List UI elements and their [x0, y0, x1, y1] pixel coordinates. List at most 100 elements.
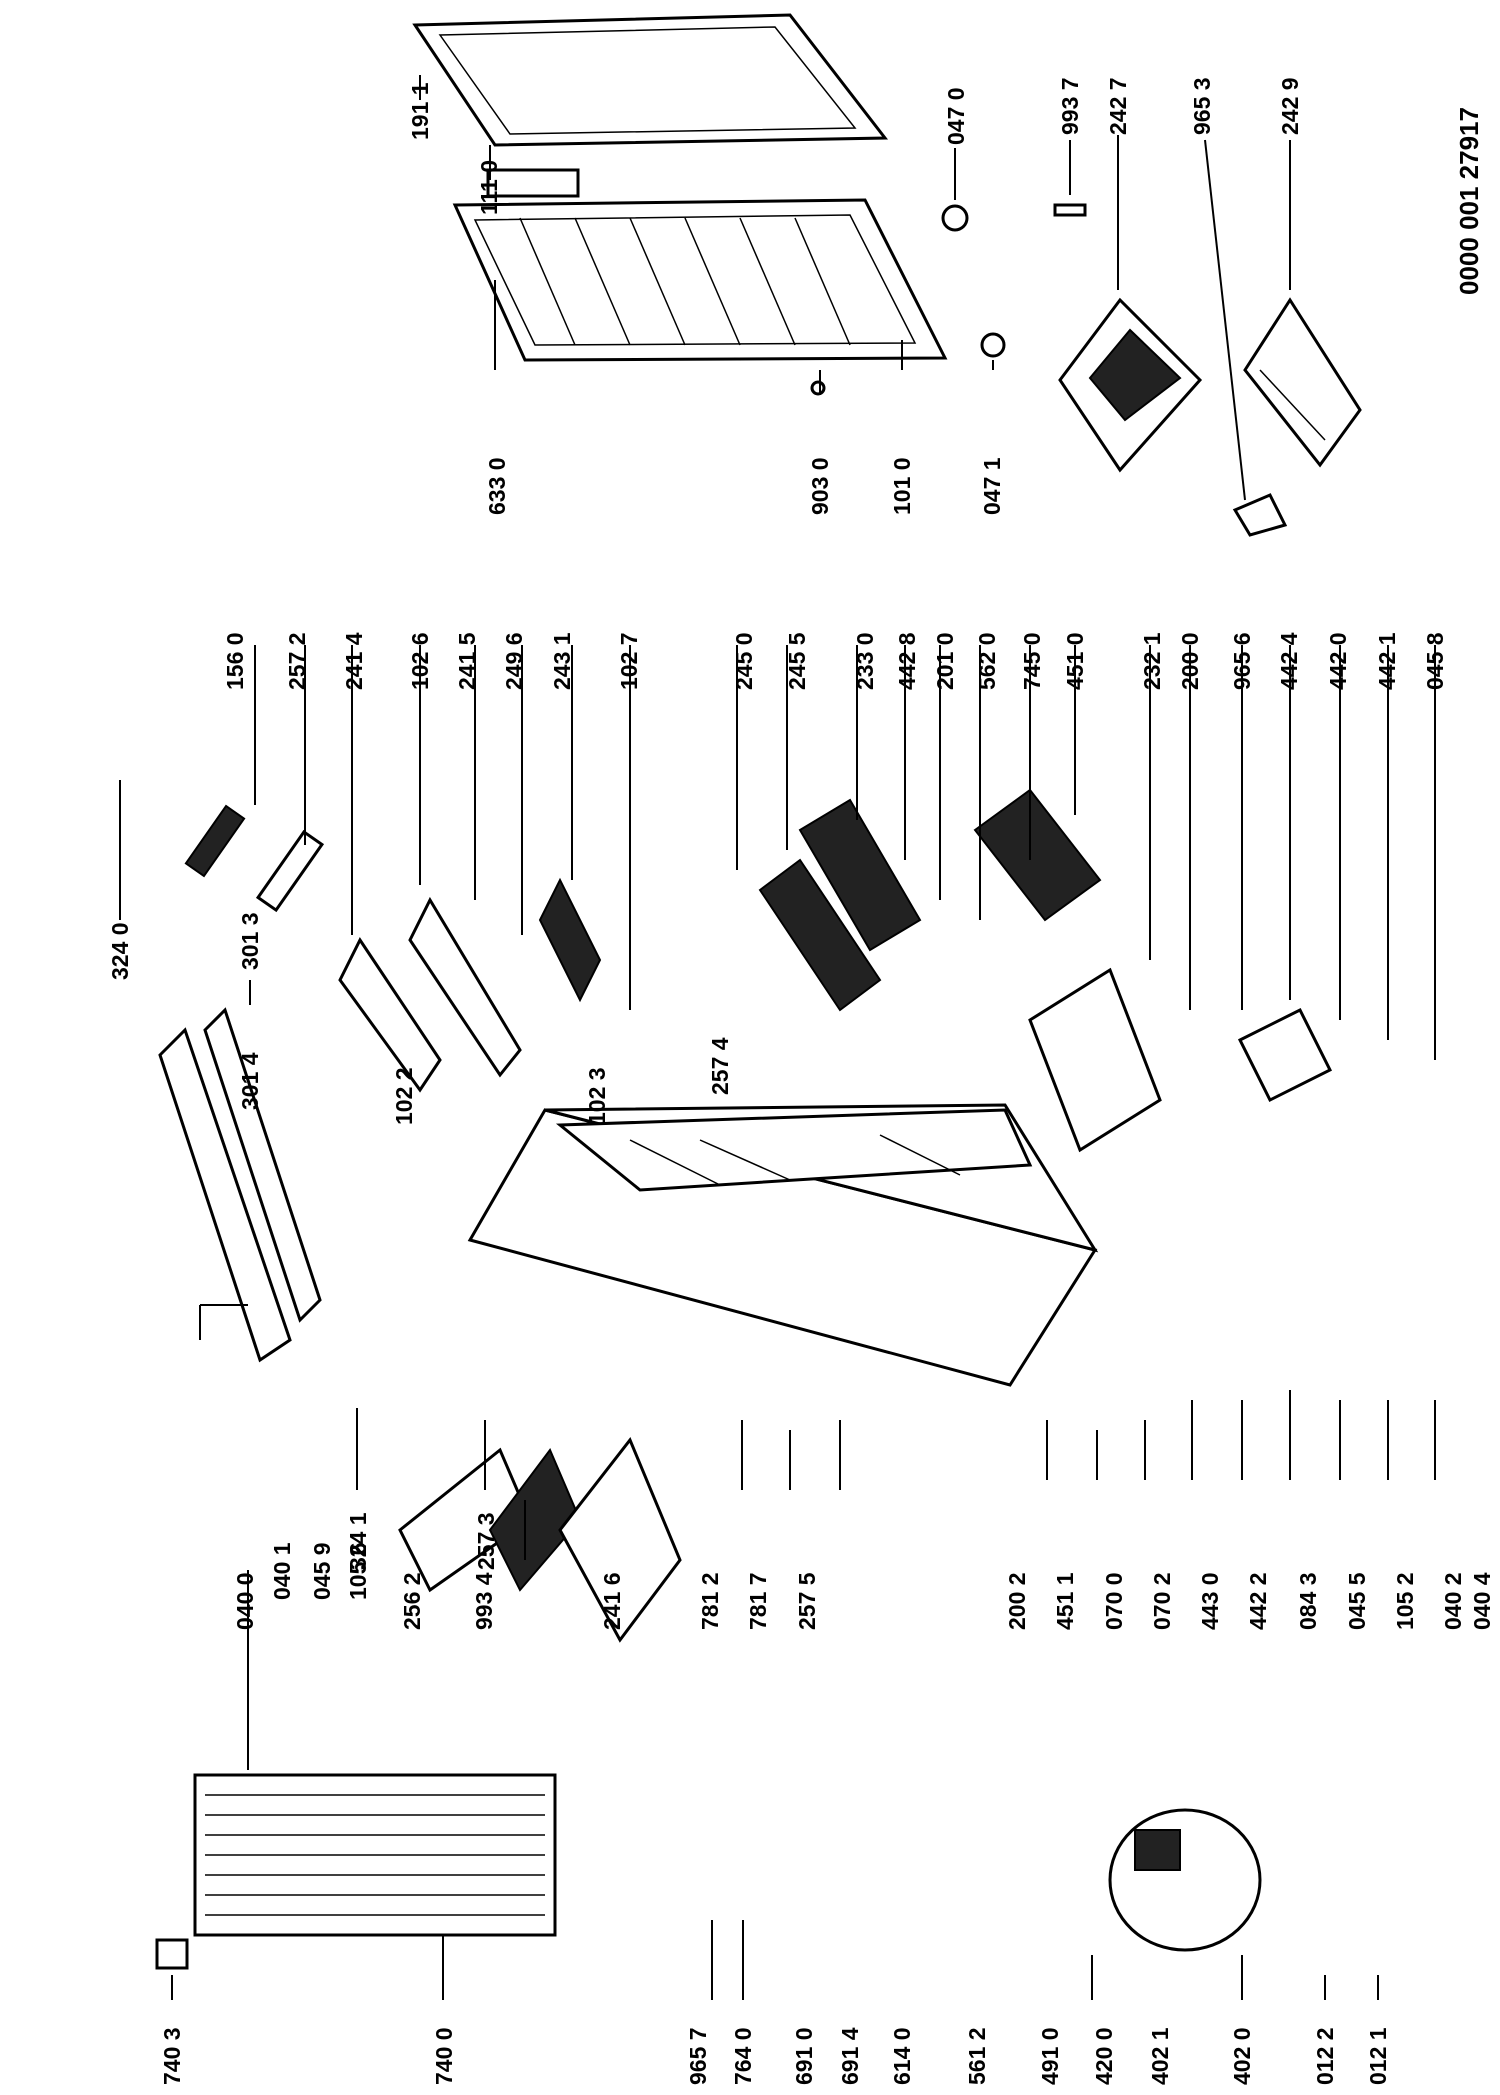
label-9657: 965 7 — [685, 2027, 711, 2085]
label-4428: 442 8 — [894, 632, 920, 690]
inner-door — [452, 198, 948, 362]
label-0471: 047 1 — [979, 457, 1005, 515]
condenser-coil — [193, 1773, 557, 1937]
label-7812: 781 2 — [697, 1572, 723, 1630]
label-6914: 691 4 — [837, 2027, 863, 2085]
document-code: 0000 001 27917 — [1454, 107, 1484, 295]
label-2496: 249 6 — [501, 632, 527, 690]
label-2415: 241 5 — [454, 632, 480, 690]
label-1110: 111 0 — [476, 160, 502, 215]
door-gasket — [412, 13, 889, 147]
label-7403: 740 3 — [159, 2027, 185, 2085]
label-0702: 070 2 — [1149, 1572, 1175, 1630]
compressor — [1108, 1808, 1262, 1952]
label-6330: 633 0 — [484, 457, 510, 515]
small-part-9030 — [810, 380, 826, 396]
label-0402: 040 2 — [1440, 1572, 1466, 1630]
label-2010: 201 0 — [932, 632, 958, 690]
drawer-2429 — [1243, 297, 1362, 468]
label-0470: 047 0 — [943, 87, 969, 145]
label-0121: 012 1 — [1365, 2027, 1391, 2085]
label-2575: 257 5 — [794, 1572, 820, 1630]
part-2000 — [1028, 967, 1162, 1153]
label-1027: 102 7 — [616, 632, 642, 690]
label-5612: 561 2 — [964, 2027, 990, 2085]
label-4511: 451 1 — [1052, 1572, 1078, 1630]
label-7817: 781 7 — [745, 1572, 771, 1630]
label-3013: 301 3 — [237, 912, 263, 970]
label-7640: 764 0 — [730, 2027, 756, 2085]
label-4020: 402 0 — [1229, 2027, 1255, 2085]
part-2416 — [558, 1437, 682, 1643]
part-3014 — [158, 1027, 292, 1363]
label-3014: 301 4 — [237, 1052, 263, 1110]
label-9937: 993 7 — [1057, 77, 1083, 135]
part-7450 — [973, 788, 1102, 922]
label-1022: 102 2 — [391, 1067, 417, 1125]
small-part-9937 — [1053, 203, 1087, 217]
label-2429: 242 9 — [1277, 77, 1303, 135]
drawer-2427 — [1058, 297, 1203, 473]
part-labels: 740 3 740 0 965 7 764 0 691 0 691 4 614 … — [107, 77, 1495, 2085]
part-3013 — [203, 1007, 322, 1323]
label-2427: 242 7 — [1105, 77, 1131, 135]
label-0458: 045 8 — [1422, 632, 1448, 690]
part-2415 — [408, 896, 522, 1078]
label-1023: 102 3 — [584, 1067, 610, 1125]
label-6140: 614 0 — [889, 2027, 915, 2085]
label-0400: 040 0 — [232, 1572, 258, 1630]
hinge-part — [486, 168, 580, 198]
label-1056: 105 6 — [345, 1542, 371, 1600]
label-2431: 243 1 — [549, 632, 575, 690]
label-4200: 420 0 — [1091, 2027, 1117, 2085]
label-1010: 101 0 — [889, 457, 915, 515]
label-0401: 040 1 — [269, 1542, 295, 1600]
part-2455 — [798, 798, 922, 952]
label-4021: 402 1 — [1147, 2027, 1173, 2085]
label-0700: 070 0 — [1101, 1572, 1127, 1630]
label-0404: 040 4 — [1469, 1572, 1495, 1630]
label-2330: 233 0 — [852, 632, 878, 690]
label-0122: 012 2 — [1312, 2027, 1338, 2085]
part-2572 — [255, 829, 325, 913]
label-2574: 257 4 — [707, 1037, 733, 1095]
label-1911: 191 1 — [407, 82, 433, 140]
part-2450 — [758, 858, 882, 1012]
label-7450: 745 0 — [1019, 632, 1045, 690]
label-7400: 740 0 — [431, 2027, 457, 2085]
label-2414: 241 4 — [341, 632, 367, 690]
label-2572: 257 2 — [284, 632, 310, 690]
label-4430: 443 0 — [1197, 1572, 1223, 1630]
label-2573: 257 3 — [473, 1512, 499, 1570]
label-4424: 442 4 — [1276, 632, 1302, 690]
label-1026: 102 6 — [407, 632, 433, 690]
label-2000: 200 0 — [1177, 632, 1203, 690]
small-part-0470 — [941, 204, 969, 232]
label-1052: 105 2 — [1392, 1572, 1418, 1630]
label-4420: 442 0 — [1325, 632, 1351, 690]
label-0455: 045 5 — [1344, 1572, 1370, 1630]
part-4420 — [1237, 1007, 1333, 1103]
label-2416: 241 6 — [599, 1572, 625, 1630]
label-9030: 903 0 — [807, 457, 833, 515]
label-4421: 442 1 — [1374, 632, 1400, 690]
part-2431 — [538, 877, 602, 1003]
label-0459: 045 9 — [309, 1542, 335, 1600]
label-3240: 324 0 — [107, 922, 133, 980]
label-2562: 256 2 — [399, 1572, 425, 1630]
leader-lines — [119, 75, 1436, 2000]
label-3241: 324 1 — [345, 1512, 371, 1570]
part-1560 — [184, 804, 246, 878]
label-4910: 491 0 — [1037, 2027, 1063, 2085]
small-part-0471 — [980, 332, 1006, 358]
label-5620: 562 0 — [974, 632, 1000, 690]
label-2002: 200 2 — [1004, 1572, 1030, 1630]
part-2414 — [338, 937, 442, 1093]
label-1560: 156 0 — [222, 632, 248, 690]
label-4422: 442 2 — [1245, 1572, 1271, 1630]
part-drawings — [155, 13, 1362, 1970]
label-6910: 691 0 — [791, 2027, 817, 2085]
label-2450: 245 0 — [731, 632, 757, 690]
part-7403 — [155, 1938, 189, 1970]
